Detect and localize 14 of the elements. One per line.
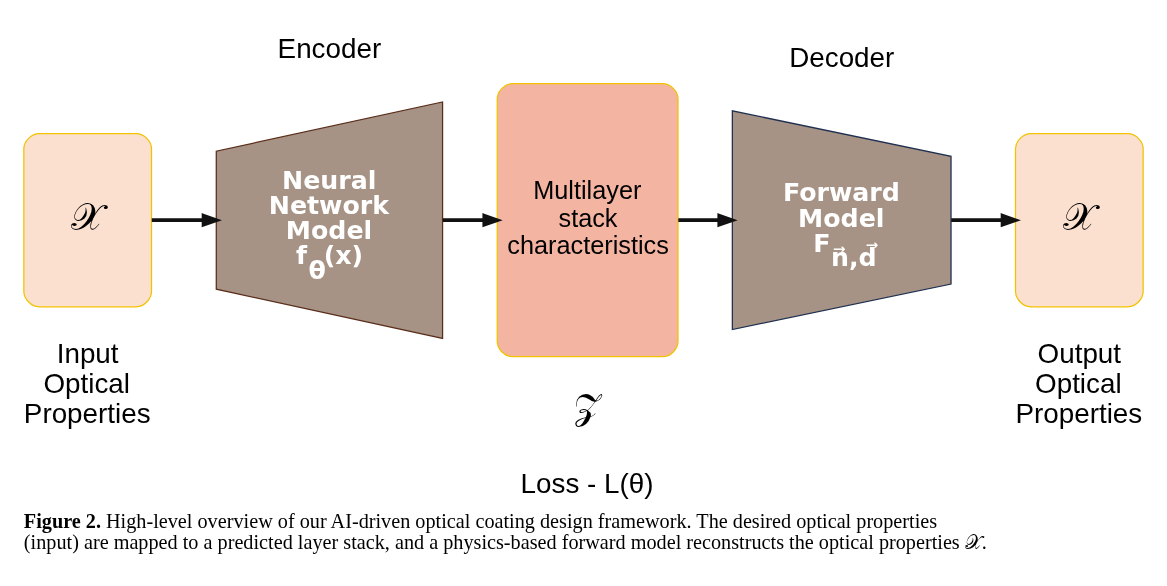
- arrow: [951, 212, 1021, 227]
- node-box: 𝒳: [1014, 132, 1144, 307]
- label: Loss - L(θ): [520, 467, 654, 499]
- label: Encoder: [277, 32, 382, 64]
- node-box: Multilayer stack characteristics: [496, 82, 679, 357]
- caption: Figure 2. High-level overview of our AI-driven optical coating design framework. The desired optical properties (input) are mapped to a predicted layer stack, and a physics-based forward model reconstructs the optical properties 𝒳.: [23, 509, 987, 553]
- arrow: [442, 212, 503, 227]
- node-label: Input Optical Properties: [23, 337, 151, 429]
- node-box: 𝒳: [23, 132, 153, 307]
- arrow: [678, 212, 738, 227]
- arrow: [151, 212, 222, 227]
- label: 𝒵: [573, 385, 601, 427]
- label: Decoder: [789, 41, 895, 73]
- node-label: Output Optical Properties: [1015, 337, 1143, 429]
